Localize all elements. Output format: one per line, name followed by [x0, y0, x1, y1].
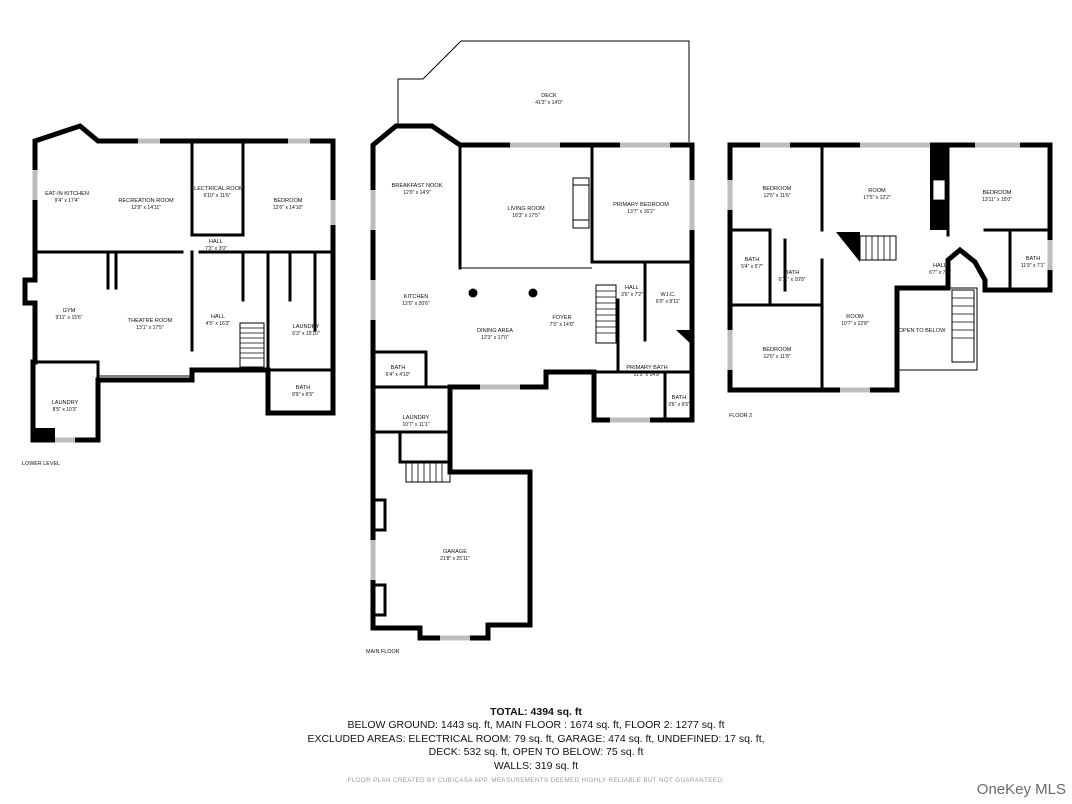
- summary-line: DECK: 532 sq. ft, OPEN TO BELOW: 75 sq. …: [428, 746, 644, 758]
- room-dim: 5'4" x 5'7": [741, 264, 763, 270]
- room-name: GARAGE: [443, 549, 467, 555]
- total-area: TOTAL: 4394 sq. ft: [490, 706, 582, 718]
- room-name: ROOM: [868, 188, 886, 194]
- room-dim: 9'4" x 17'4": [55, 198, 80, 204]
- room-name: PRIMARY BATH: [626, 365, 667, 371]
- room-dim: 6'0" x 8'11": [656, 299, 680, 305]
- room-dim: 12'3" x 17'0": [481, 335, 509, 341]
- room-dim: 6'11" x 10'8": [778, 277, 805, 283]
- lower-level-plan: [22, 123, 336, 443]
- room-name: BEDROOM: [763, 347, 792, 353]
- room-name: GYM: [63, 308, 76, 314]
- room-dim: 21'8" x 25'11": [440, 556, 470, 562]
- room-name: LAUNDRY: [403, 415, 430, 421]
- room-dim: 8'9" x 6'5": [292, 392, 314, 398]
- room-name: BATH: [1026, 256, 1041, 262]
- main-floor-plan: [370, 40, 695, 641]
- room-name: BATH: [672, 395, 687, 401]
- room-dim: 12'6" x 14'10": [273, 205, 303, 211]
- room-dim: 4'5" x 16'3": [206, 321, 231, 327]
- room-dim: 8'5" x 10'3": [53, 407, 78, 413]
- watermark-logo: OneKey MLS: [976, 781, 1066, 798]
- room-name: DINING AREA: [477, 328, 513, 334]
- room-name: RECREATION ROOM: [118, 198, 174, 204]
- floor-2-plan: [727, 142, 1053, 393]
- room-dim: 13'11" x 15'0": [982, 197, 1012, 203]
- room-dim: 6'3" x 15'10": [292, 331, 320, 337]
- summary-line: BELOW GROUND: 1443 sq. ft, MAIN FLOOR : …: [347, 719, 725, 731]
- room-name: OPEN TO BELOW: [899, 328, 946, 334]
- room-name: BEDROOM: [983, 190, 1012, 196]
- room-name: LAUNDRY: [293, 324, 320, 330]
- room-name: BATH: [745, 257, 760, 263]
- room-dim: 18'3" x 17'5": [512, 213, 540, 219]
- room-dim: 7'3" x 3'0": [205, 246, 227, 252]
- room-dim: 13'1" x 17'5": [136, 325, 164, 331]
- summary-line: WALLS: 319 sq. ft: [493, 759, 579, 772]
- level-label: FLOOR 2: [729, 413, 752, 419]
- room-name: HALL: [211, 314, 225, 320]
- room-name: W.I.C.: [660, 292, 676, 298]
- room-dim: 6'10" x 11'6": [203, 193, 230, 199]
- room-dim: 6'4" x 4'10": [386, 372, 411, 378]
- room-dim: 12'6" x 11'6": [763, 193, 790, 199]
- room-name: BATH: [296, 385, 311, 391]
- room-name: LIVING ROOM: [507, 206, 545, 212]
- room-name: LAUNDRY: [52, 400, 79, 406]
- room-dim: 9'11" x 15'6": [55, 315, 82, 321]
- room-dim: 11'3" x 14'9": [633, 372, 660, 378]
- level-label: LOWER LEVEL: [22, 461, 60, 467]
- room-dim: 3'6" x 7'2": [621, 292, 643, 298]
- room-name: PRIMARY BEDROOM: [613, 202, 669, 208]
- room-name: HALL: [933, 263, 947, 269]
- room-dim: 10'7" x 22'8": [841, 321, 869, 327]
- room-dim: 12'0" x 20'6": [402, 301, 430, 307]
- room-name: BATH: [391, 365, 406, 371]
- room-dim: 12'9" x 14'11": [131, 205, 161, 211]
- level-label: MAIN FLOOR: [366, 649, 400, 655]
- disclaimer: FLOOR PLAN CREATED BY CUBICASA APP. MEAS…: [347, 777, 725, 784]
- room-name: THEATRE ROOM: [128, 318, 173, 324]
- main-floor-labels: DECK 41'3" x 14'0" BREAKFAST NOOK 12'0" …: [366, 93, 690, 655]
- floor-2-labels: BEDROOM 12'6" x 11'6" ROOM 17'5" x 12'2"…: [729, 186, 1045, 419]
- room-dim: 11'9" x 7'1": [1021, 263, 1045, 269]
- room-name: BEDROOM: [274, 198, 303, 204]
- room-name: BATH: [785, 270, 800, 276]
- room-dim: 17'5" x 12'2": [863, 195, 891, 201]
- room-name: ROOM: [846, 314, 864, 320]
- room-dim: 13'7" x 16'2": [627, 209, 655, 215]
- room-name: FOYER: [552, 315, 571, 321]
- room-name: HALL: [625, 285, 639, 291]
- room-dim: 3'6" x 6'5": [668, 402, 690, 408]
- room-name: DECK: [541, 93, 557, 99]
- summary-line: EXCLUDED AREAS: ELECTRICAL ROOM: 79 sq. …: [307, 732, 765, 745]
- room-name: BEDROOM: [763, 186, 792, 192]
- area-summary: TOTAL: 4394 sq. ft BELOW GROUND: 1443 sq…: [0, 706, 1072, 773]
- room-name: KITCHEN: [404, 294, 429, 300]
- lower-level-labels: EAT-IN KITCHEN 9'4" x 17'4" RECREATION R…: [22, 186, 320, 467]
- room-dim: 7'5" x 14'0": [550, 322, 575, 328]
- room-dim: 12'0" x 14'9": [403, 190, 431, 196]
- room-name: EAT-IN KITCHEN: [45, 191, 89, 197]
- room-name: ELECTRICAL ROOM: [190, 186, 244, 192]
- room-name: BREAKFAST NOOK: [392, 183, 443, 189]
- room-dim: 41'3" x 14'0": [535, 100, 563, 106]
- room-name: HALL: [209, 239, 223, 245]
- room-dim: 6'7" x 7'6": [929, 270, 951, 276]
- room-dim: 10'7" x 11'1": [402, 422, 429, 428]
- room-dim: 12'6" x 11'8": [763, 354, 790, 360]
